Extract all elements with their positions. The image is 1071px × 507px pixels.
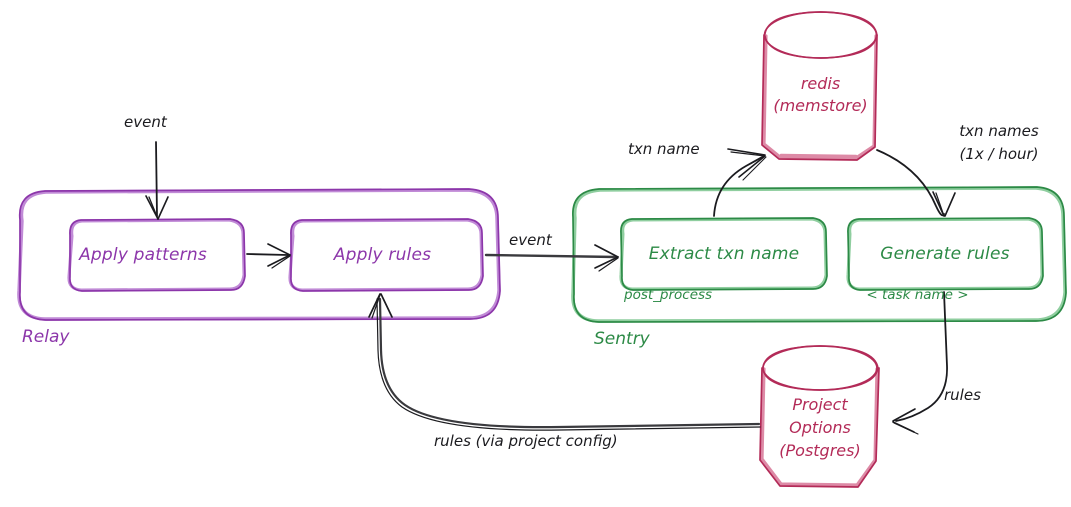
edge-label-redis-to-generate-line2: (1x / hour) [959, 145, 1039, 163]
edge-label-txn-name-to-redis: txn name [628, 140, 700, 158]
group-label-sentry: Sentry [594, 329, 650, 349]
edge-options-to-relay [368, 293, 761, 431]
datastore-shape-redis[interactable] [761, 11, 878, 161]
edge-patterns-to-rules [246, 243, 291, 269]
datastore-label-project-options-line2: Options [789, 418, 851, 437]
node-shape-extract-txn-name[interactable] [619, 217, 828, 291]
node-label-apply-patterns: Apply patterns [79, 245, 207, 265]
edge-label-rules-to-options: rules [944, 386, 981, 404]
group-container-sentry[interactable] [571, 186, 1067, 323]
node-shape-apply-patterns[interactable] [67, 218, 246, 292]
datastore-label-project-options-line1: Project [792, 395, 848, 414]
edge-label-redis-to-generate-line1: txn names [959, 122, 1039, 140]
edge-txn-name-to-redis [713, 148, 767, 217]
node-label-generate-rules: Generate rules [880, 244, 1010, 264]
datastore-label-redis-line1: redis [800, 74, 841, 93]
edge-redis-to-generate [876, 149, 956, 217]
edge-rules-to-options [892, 291, 948, 435]
edge-label-event-to-sentry: event [509, 231, 552, 249]
group-label-relay: Relay [22, 327, 70, 347]
datastore-label-project-options-line3: (Postgres) [779, 441, 861, 460]
node-label-extract-txn-name: Extract txn name [648, 244, 800, 264]
edge-event-in [145, 141, 169, 220]
node-shape-apply-rules[interactable] [288, 218, 484, 292]
edge-label-options-to-relay: rules (via project config) [434, 432, 618, 450]
datastore-shape-project-options[interactable] [759, 345, 880, 488]
group-container-relay[interactable] [17, 188, 501, 321]
datastore-label-redis-line2: (memstore) [773, 96, 868, 115]
edge-label-event-in: event [124, 113, 167, 131]
node-sublabel-generate-rules: < task name > [866, 287, 969, 303]
node-sublabel-extract-txn-name: post_process [624, 287, 713, 303]
node-label-apply-rules: Apply rules [333, 245, 432, 265]
edge-event-to-sentry [484, 244, 619, 272]
node-shape-generate-rules[interactable] [846, 217, 1044, 291]
